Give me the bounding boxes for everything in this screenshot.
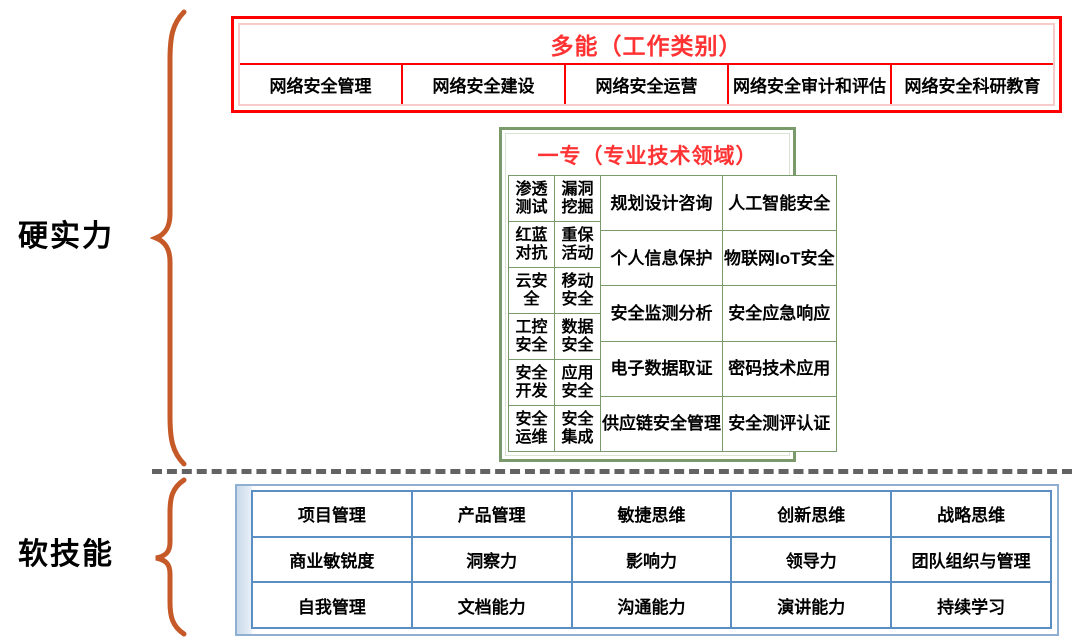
soft-skill-cell[interactable]: 持续学习 <box>892 583 1050 628</box>
specialty-column-3: 规划设计咨询 个人信息保护 安全监测分析 电子数据取证 供应链安全管理 <box>600 175 723 453</box>
specialty-cell[interactable]: 漏洞挖掘 <box>554 175 601 222</box>
specialty-cell[interactable]: 重保活动 <box>554 221 601 268</box>
specialty-domain-table: 渗透测试 红蓝对抗 云安全 工控安全 安全开发 安全运维 漏洞挖掘 重保活动 移… <box>506 175 837 455</box>
hard-skills-brace <box>149 8 196 468</box>
soft-skill-cell[interactable]: 领导力 <box>732 537 893 582</box>
specialty-cell[interactable]: 红蓝对抗 <box>508 221 555 268</box>
hard-skills-label: 硬实力 <box>18 220 114 253</box>
soft-skill-cell[interactable]: 商业敏锐度 <box>253 537 413 582</box>
specialty-cell[interactable]: 渗透测试 <box>508 175 555 222</box>
job-category-cell[interactable]: 网络安全科研教育 <box>892 65 1053 104</box>
soft-skill-cell[interactable]: 影响力 <box>572 537 733 582</box>
specialty-cell[interactable]: 电子数据取证 <box>600 340 723 397</box>
soft-skills-row: 自我管理 文档能力 沟通能力 演讲能力 持续学习 <box>251 581 1052 630</box>
soft-skill-cell[interactable]: 团队组织与管理 <box>892 537 1050 582</box>
specialty-cell[interactable]: 个人信息保护 <box>600 230 723 287</box>
soft-skills-row: 商业敏锐度 洞察力 影响力 领导力 团队组织与管理 <box>251 535 1052 584</box>
job-category-cell[interactable]: 网络安全审计和评估 <box>729 65 892 104</box>
soft-skill-cell[interactable]: 自我管理 <box>253 583 413 628</box>
job-category-cell[interactable]: 网络安全管理 <box>240 65 403 104</box>
soft-skills-label: 软技能 <box>18 538 114 571</box>
specialty-cell[interactable]: 人工智能安全 <box>722 175 837 232</box>
soft-skills-table: 项目管理 产品管理 敏捷思维 创新思维 战略思维 商业敏锐度 洞察力 影响力 领… <box>251 490 1052 630</box>
specialty-cell[interactable]: 安全集成 <box>554 405 601 452</box>
soft-skills-brace <box>150 476 196 638</box>
soft-skill-cell[interactable]: 演讲能力 <box>732 583 893 628</box>
soft-skill-cell[interactable]: 战略思维 <box>892 492 1050 536</box>
soft-skills-row: 项目管理 产品管理 敏捷思维 创新思维 战略思维 <box>251 490 1052 538</box>
specialty-cell[interactable]: 安全开发 <box>508 359 555 406</box>
specialty-cell[interactable]: 供应链安全管理 <box>600 395 723 453</box>
specialty-column-1: 渗透测试 红蓝对抗 云安全 工控安全 安全开发 安全运维 <box>508 175 555 452</box>
specialty-domain-title: 一专（专业技术领域） <box>506 134 789 176</box>
specialty-cell[interactable]: 密码技术应用 <box>722 340 837 397</box>
specialty-cell[interactable]: 应用安全 <box>554 359 601 406</box>
specialty-cell[interactable]: 安全监测分析 <box>600 285 723 342</box>
soft-skill-cell[interactable]: 洞察力 <box>412 537 573 582</box>
green-inner-frame: 一专（专业技术领域） 渗透测试 红蓝对抗 云安全 工控安全 安全开发 安全运维 … <box>505 133 837 456</box>
specialty-cell[interactable]: 安全应急响应 <box>722 285 837 342</box>
multi-competency-title: 多能（工作类别） <box>240 25 1053 65</box>
specialty-column-2: 漏洞挖掘 重保活动 移动安全 数据安全 应用安全 安全集成 <box>554 175 601 452</box>
soft-skill-cell[interactable]: 创新思维 <box>732 492 893 536</box>
specialty-column-4: 人工智能安全 物联网IoT安全 安全应急响应 密码技术应用 安全测评认证 <box>722 175 837 453</box>
job-category-cell[interactable]: 网络安全运营 <box>566 65 729 104</box>
specialty-cell[interactable]: 工控安全 <box>508 313 555 360</box>
specialty-cell[interactable]: 规划设计咨询 <box>600 175 723 232</box>
specialty-cell[interactable]: 物联网IoT安全 <box>722 230 837 287</box>
red-inner-frame: 多能（工作类别） 网络安全管理 网络安全建设 网络安全运营 网络安全审计和评估 … <box>238 23 1055 106</box>
specialty-cell[interactable]: 安全测评认证 <box>722 395 837 453</box>
soft-skill-cell[interactable]: 文档能力 <box>412 583 573 628</box>
soft-skill-cell[interactable]: 项目管理 <box>253 492 413 536</box>
soft-skills-group: 项目管理 产品管理 敏捷思维 创新思维 战略思维 商业敏锐度 洞察力 影响力 领… <box>235 484 1059 636</box>
specialty-cell[interactable]: 数据安全 <box>554 313 601 360</box>
soft-skill-cell[interactable]: 沟通能力 <box>572 583 733 628</box>
job-category-cell[interactable]: 网络安全建设 <box>403 65 566 104</box>
soft-skill-cell[interactable]: 敏捷思维 <box>572 492 733 536</box>
soft-skill-cell[interactable]: 产品管理 <box>412 492 573 536</box>
specialty-cell[interactable]: 移动安全 <box>554 267 601 314</box>
specialty-cell[interactable]: 安全运维 <box>508 405 555 452</box>
section-divider <box>152 469 1072 474</box>
specialty-domain-group: 一专（专业技术领域） 渗透测试 红蓝对抗 云安全 工控安全 安全开发 安全运维 … <box>499 127 837 462</box>
multi-competency-cell-row: 网络安全管理 网络安全建设 网络安全运营 网络安全审计和评估 网络安全科研教育 <box>240 65 1053 104</box>
specialty-cell[interactable]: 云安全 <box>508 267 555 314</box>
multi-competency-group: 多能（工作类别） 网络安全管理 网络安全建设 网络安全运营 网络安全审计和评估 … <box>231 16 1062 113</box>
